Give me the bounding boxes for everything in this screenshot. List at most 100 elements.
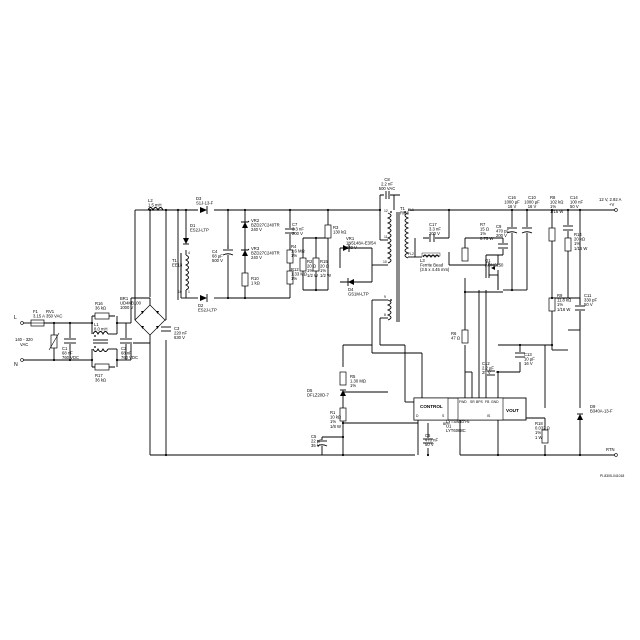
label-vr3-line: 240 V — [251, 255, 262, 260]
label-d5-line: DFLZ20D-7 — [307, 393, 330, 398]
label-d3-line: S1J-13-F — [196, 201, 214, 206]
label-t1a-line: T1 — [172, 258, 178, 263]
label-c9-line: 200 V — [496, 233, 507, 238]
label-c13-line: 16 V — [524, 361, 533, 366]
label-d1-line: ES2J-LTP — [190, 228, 209, 233]
label-c12-line: 2.2 µF — [482, 366, 494, 371]
label-d5-line: D5 — [307, 388, 313, 393]
label-r3-line: R3 — [333, 225, 339, 230]
label-l1-line: L1 — [94, 322, 99, 327]
varistor-rv1 — [48, 332, 60, 351]
label-c3-line: 630 V — [174, 335, 185, 340]
output-rtn: RTN — [606, 447, 615, 452]
resistor-r10 — [241, 272, 249, 287]
resistor-r4 — [286, 249, 294, 264]
label-r15-line: 1/2 W — [320, 273, 331, 278]
pin-9: 9 — [384, 295, 386, 299]
label-c3-line: 220 nF — [174, 331, 187, 336]
label-r14-line: 20 kΩ — [574, 237, 585, 242]
label-r18-line: 1% — [535, 430, 541, 435]
label-vr1-line: 1N5148A-E3/54 — [346, 241, 376, 246]
label-r15-line: R15 — [320, 259, 328, 264]
pin-fl2: FL2 — [408, 252, 414, 256]
label-r4-line: 1.6 MΩ — [291, 249, 305, 254]
capacitor-c13 — [514, 352, 526, 358]
label-br1-line: 1000 V — [120, 305, 133, 310]
label-c8-line: 500 VAC — [379, 186, 395, 191]
label-d4-line: D4 — [348, 287, 354, 292]
capacitor-c5 — [316, 440, 328, 447]
pin-12: 12 — [384, 209, 388, 213]
resistor-r8 — [548, 227, 556, 242]
capacitor-c17 — [429, 234, 435, 242]
label-c7-line: 3.3 nF — [292, 227, 304, 232]
resistor-r7 — [461, 247, 469, 262]
inductor-l1 — [92, 331, 109, 352]
label-c9-line: C9 — [496, 224, 502, 229]
label-c4-line: 68 µF — [212, 254, 223, 259]
label-r8-line: 1% — [550, 204, 556, 209]
label-c3-line: C3 — [174, 326, 180, 331]
pin-11: 11 — [384, 235, 388, 239]
label-r17-line: 36 kΩ — [95, 378, 106, 383]
label-c2-line: 68 nF — [121, 351, 132, 356]
zener-vr2 — [241, 220, 250, 228]
label-u1-line: LYT6068C — [446, 428, 466, 433]
output-spec: 12 V, 2.92 A — [599, 197, 622, 202]
label-vr3-line: VR3 — [251, 246, 260, 251]
label-r4-line: 1% — [291, 253, 297, 258]
label-c14-line: C14 — [570, 195, 578, 200]
label-c10-line: 16 V — [528, 204, 537, 209]
label-t1a-line: EE13 — [172, 263, 183, 268]
label-r3-line: 130 kΩ — [333, 230, 346, 235]
label-r2-line: 1/2 W — [307, 273, 318, 278]
label-r2-line: 20 Ω — [307, 264, 316, 269]
label-r16-line: R16 — [95, 301, 103, 306]
label-r7-line: 15 Ω — [480, 227, 489, 232]
label-l1-line: 8.0 mH — [94, 327, 108, 332]
ferrite-bead-l3 — [421, 252, 441, 259]
label-vr2-line: 240 V — [251, 227, 262, 232]
label-l3-line: L3 — [420, 258, 425, 263]
resistor-r9 — [548, 297, 556, 312]
input-l-label: L — [14, 315, 17, 321]
label-vr3-line: BZD27C240TR — [251, 251, 280, 256]
label-d9-line: D9 — [590, 404, 596, 409]
diode-d4 — [347, 278, 354, 286]
label-r7-line: 1% — [480, 231, 486, 236]
ic-fb-pin: FB — [485, 400, 490, 404]
label-c12-line: 25 V — [482, 370, 491, 375]
label-rv1-line: RV1 — [46, 309, 55, 314]
mosfet-q1 — [485, 255, 499, 290]
zener-d5 — [340, 389, 346, 396]
capacitor-c4 — [222, 249, 234, 256]
label-l2-line: L2 — [148, 198, 153, 203]
resistor-r6 — [461, 329, 469, 344]
label-c1-line: 68 nF — [62, 351, 73, 356]
terminals — [20, 208, 618, 457]
resistor-r1 — [339, 407, 347, 422]
label-rv1-line: 350 VAC — [46, 314, 62, 319]
label-r8-line: 102 kΩ — [550, 200, 563, 205]
capacitor-c16 — [506, 227, 518, 234]
label-c17-line: 3.3 nF — [429, 227, 441, 232]
diode-d2 — [200, 294, 208, 302]
label-r17-line: R17 — [95, 373, 103, 378]
pin-4: 4 — [188, 251, 190, 255]
resistor-r15 — [312, 257, 320, 272]
